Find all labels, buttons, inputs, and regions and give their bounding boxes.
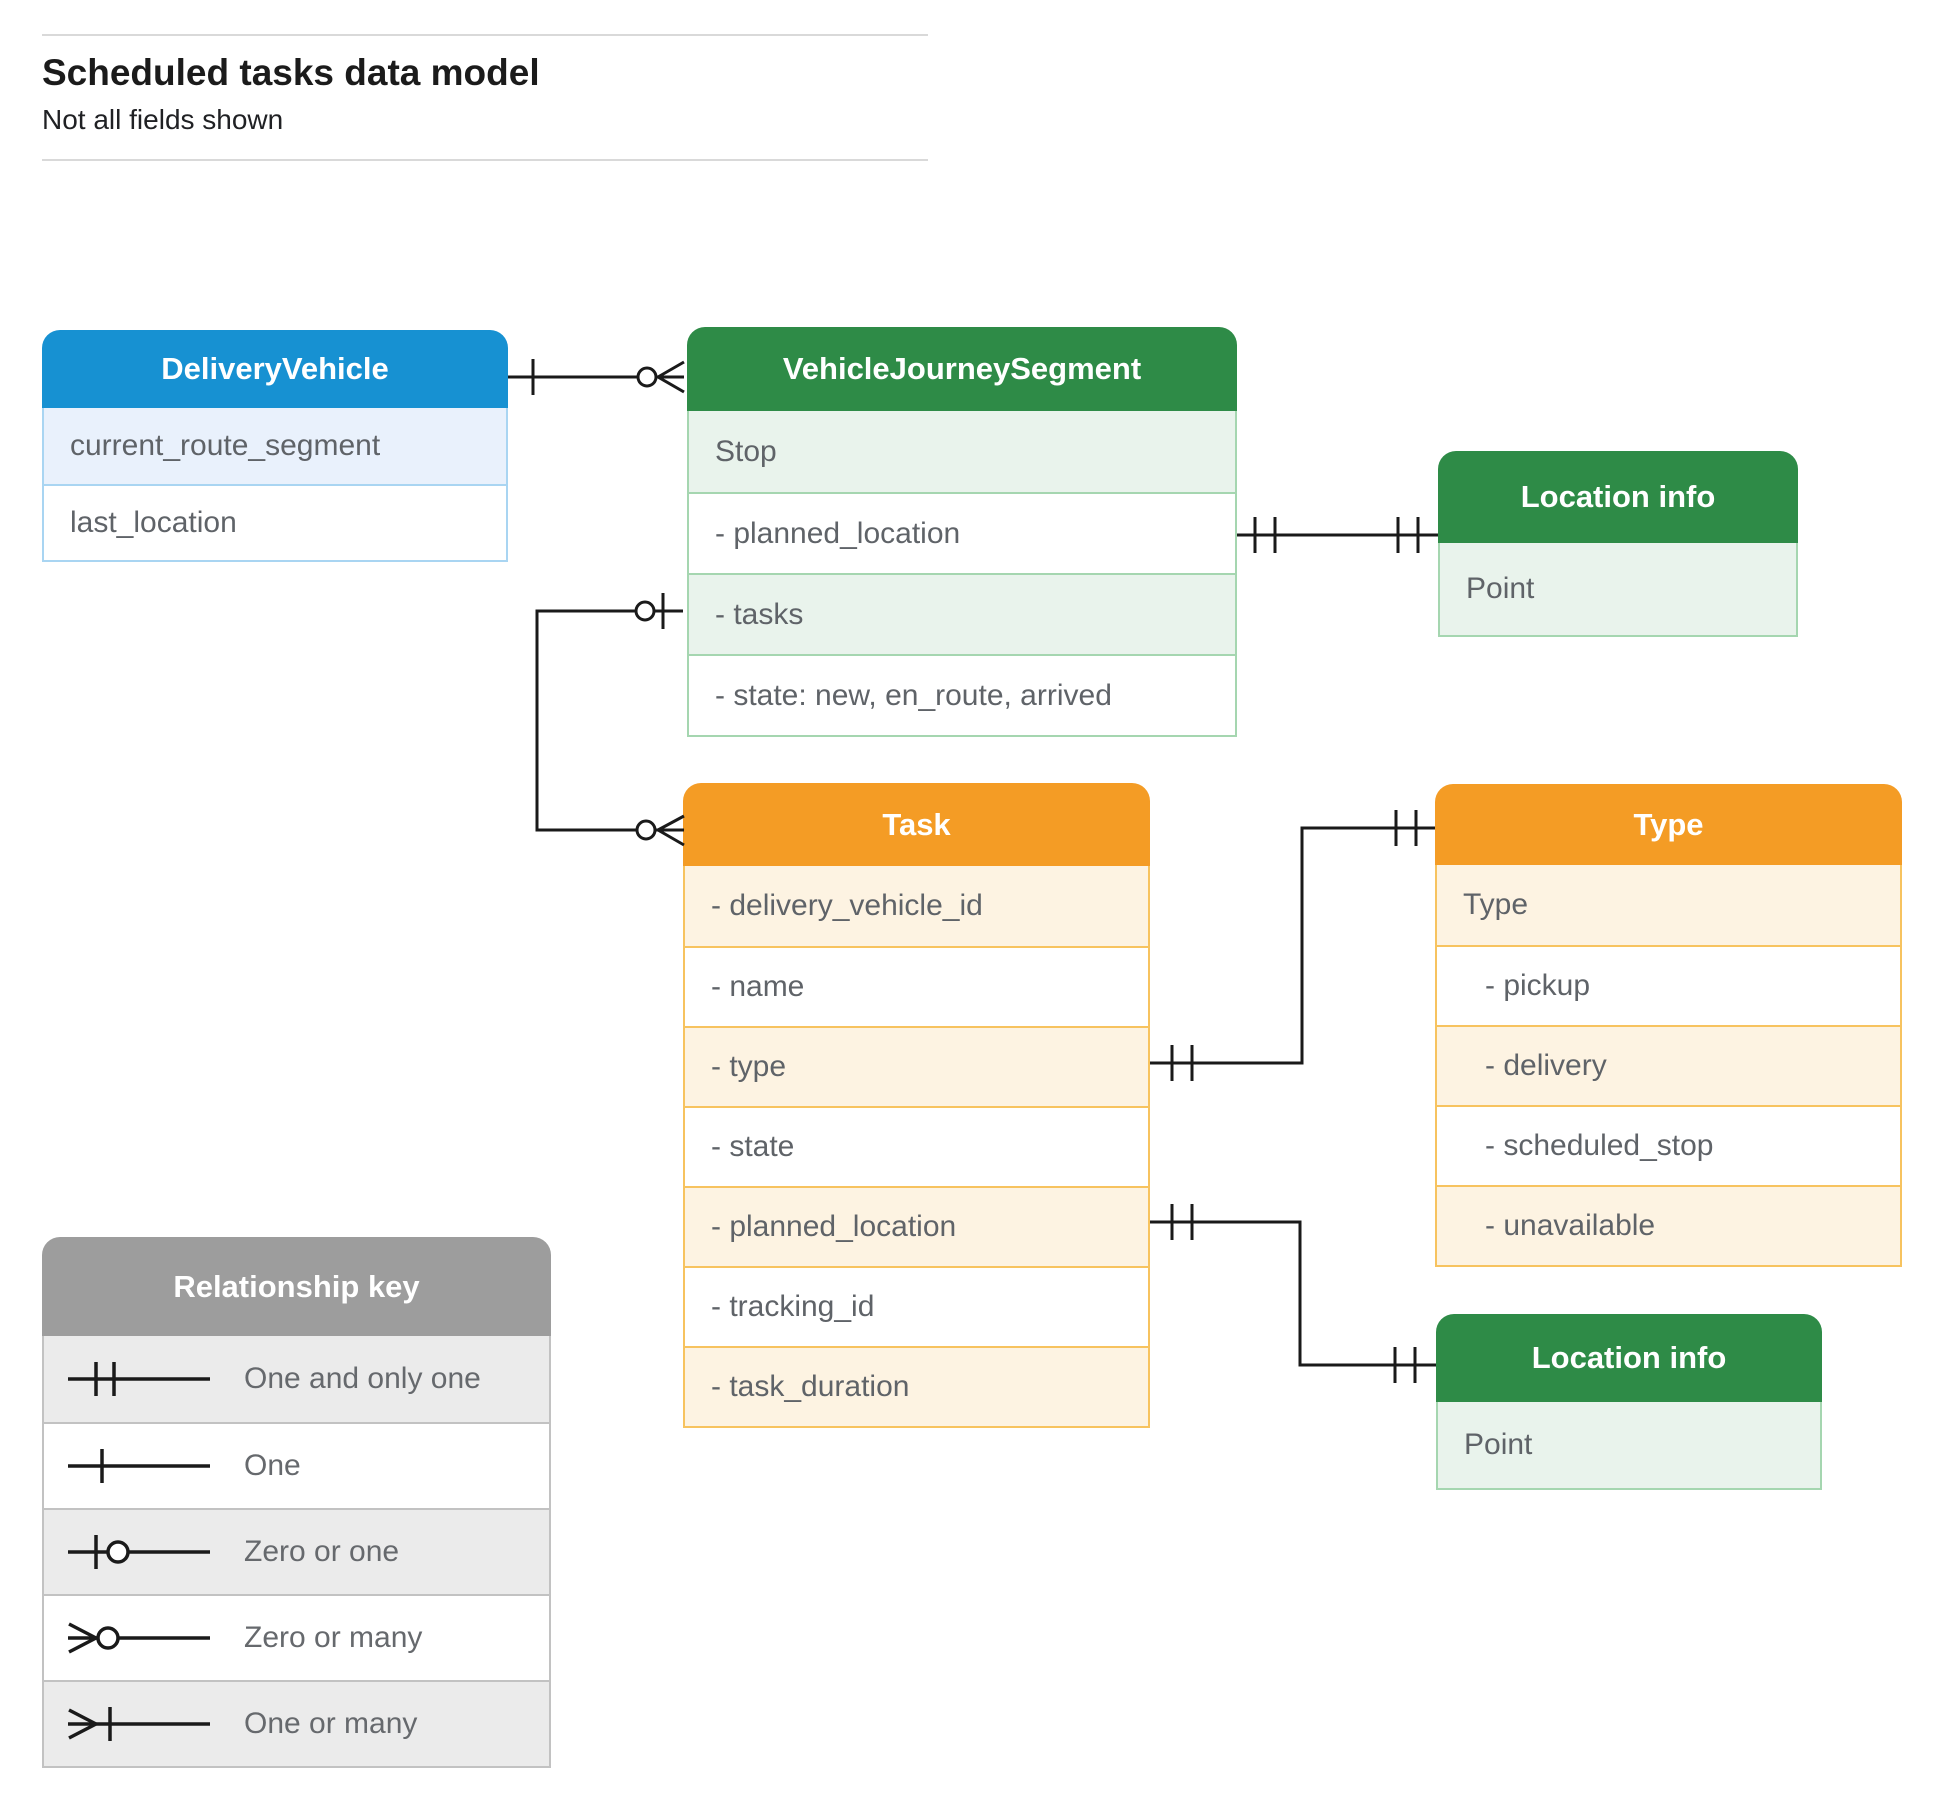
entity-task-body: - delivery_vehicle_id - name - type - st… (683, 866, 1150, 1428)
field-last-location: last_location (44, 484, 506, 560)
field-type-delivery: - delivery (1437, 1025, 1900, 1105)
legend-label: One (244, 1449, 301, 1482)
entity-type-body: Type - pickup - delivery - scheduled_sto… (1435, 865, 1902, 1267)
field-point-bottom: Point (1438, 1402, 1820, 1488)
legend-item-zero-or-many: Zero or many (44, 1594, 549, 1680)
zero-or-one-icon (68, 1535, 210, 1569)
field-task-type: - type (685, 1026, 1148, 1106)
entity-delivery-vehicle-title: DeliveryVehicle (42, 330, 508, 408)
connector-vjs-plannedlocation-locationinfo (1237, 517, 1438, 553)
entity-location-info-top: Location info Point (1438, 451, 1798, 637)
field-task-planned-location: - planned_location (685, 1186, 1148, 1266)
field-type-pickup: - pickup (1437, 945, 1900, 1025)
field-state: - state: new, en_route, arrived (689, 654, 1235, 735)
one-and-only-one-icon (68, 1362, 210, 1396)
legend-label: One or many (244, 1707, 418, 1740)
entity-location-info-bottom-title: Location info (1436, 1314, 1822, 1402)
legend-item-one-and-only-one: One and only one (44, 1336, 549, 1422)
connector-task-plannedlocation-locationinfo (1150, 1204, 1436, 1383)
field-task-name: - name (685, 946, 1148, 1026)
entity-delivery-vehicle-body: current_route_segment last_location (42, 408, 508, 562)
entity-vehicle-journey-segment-body: Stop - planned_location - tasks - state:… (687, 411, 1237, 737)
legend-label: Zero or many (244, 1621, 423, 1654)
legend-label: Zero or one (244, 1535, 400, 1568)
field-stop: Stop (689, 411, 1235, 492)
connector-task-type-type (1150, 810, 1435, 1081)
field-task-duration: - task_duration (685, 1346, 1148, 1426)
legend-item-one-or-many: One or many (44, 1680, 549, 1766)
connector-vjs-tasks-task (535, 593, 685, 847)
top-rule (42, 34, 928, 36)
connector-deliveryvehicle-vehiclejourneysegment (508, 359, 685, 395)
field-tracking-id: - tracking_id (685, 1266, 1148, 1346)
entity-vehicle-journey-segment-title: VehicleJourneySegment (687, 327, 1237, 411)
entity-delivery-vehicle: DeliveryVehicle current_route_segment la… (42, 330, 508, 562)
subtitle-rule (42, 159, 928, 161)
legend-body: One and only one One Zero or one Zero or… (42, 1336, 551, 1768)
field-task-state: - state (685, 1106, 1148, 1186)
page-title: Scheduled tasks data model (42, 52, 540, 93)
legend-title: Relationship key (42, 1237, 551, 1336)
legend-item-one: One (44, 1422, 549, 1508)
zero-or-many-icon (68, 1622, 210, 1654)
legend-item-zero-or-one: Zero or one (44, 1508, 549, 1594)
page-subtitle: Not all fields shown (42, 104, 284, 135)
field-type-unavailable: - unavailable (1437, 1185, 1900, 1265)
field-delivery-vehicle-id: - delivery_vehicle_id (685, 866, 1148, 946)
field-current-route-segment: current_route_segment (44, 408, 506, 484)
entity-location-info-top-body: Point (1438, 543, 1798, 637)
one-icon (68, 1449, 210, 1483)
entity-location-info-bottom: Location info Point (1436, 1314, 1822, 1490)
legend-label: One and only one (244, 1362, 481, 1395)
field-type-label: Type (1437, 865, 1900, 945)
entity-type: Type Type - pickup - delivery - schedule… (1435, 784, 1902, 1267)
field-type-scheduled-stop: - scheduled_stop (1437, 1105, 1900, 1185)
one-or-many-icon (68, 1707, 210, 1741)
entity-task: Task - delivery_vehicle_id - name - type… (683, 783, 1150, 1428)
entity-type-title: Type (1435, 784, 1902, 865)
field-tasks: - tasks (689, 573, 1235, 654)
entity-location-info-top-title: Location info (1438, 451, 1798, 543)
legend: Relationship key One and only one One Ze… (42, 1237, 551, 1768)
entity-location-info-bottom-body: Point (1436, 1402, 1822, 1490)
field-point-top: Point (1440, 543, 1796, 635)
field-planned-location: - planned_location (689, 492, 1235, 573)
entity-vehicle-journey-segment: VehicleJourneySegment Stop - planned_loc… (687, 327, 1237, 737)
entity-task-title: Task (683, 783, 1150, 866)
